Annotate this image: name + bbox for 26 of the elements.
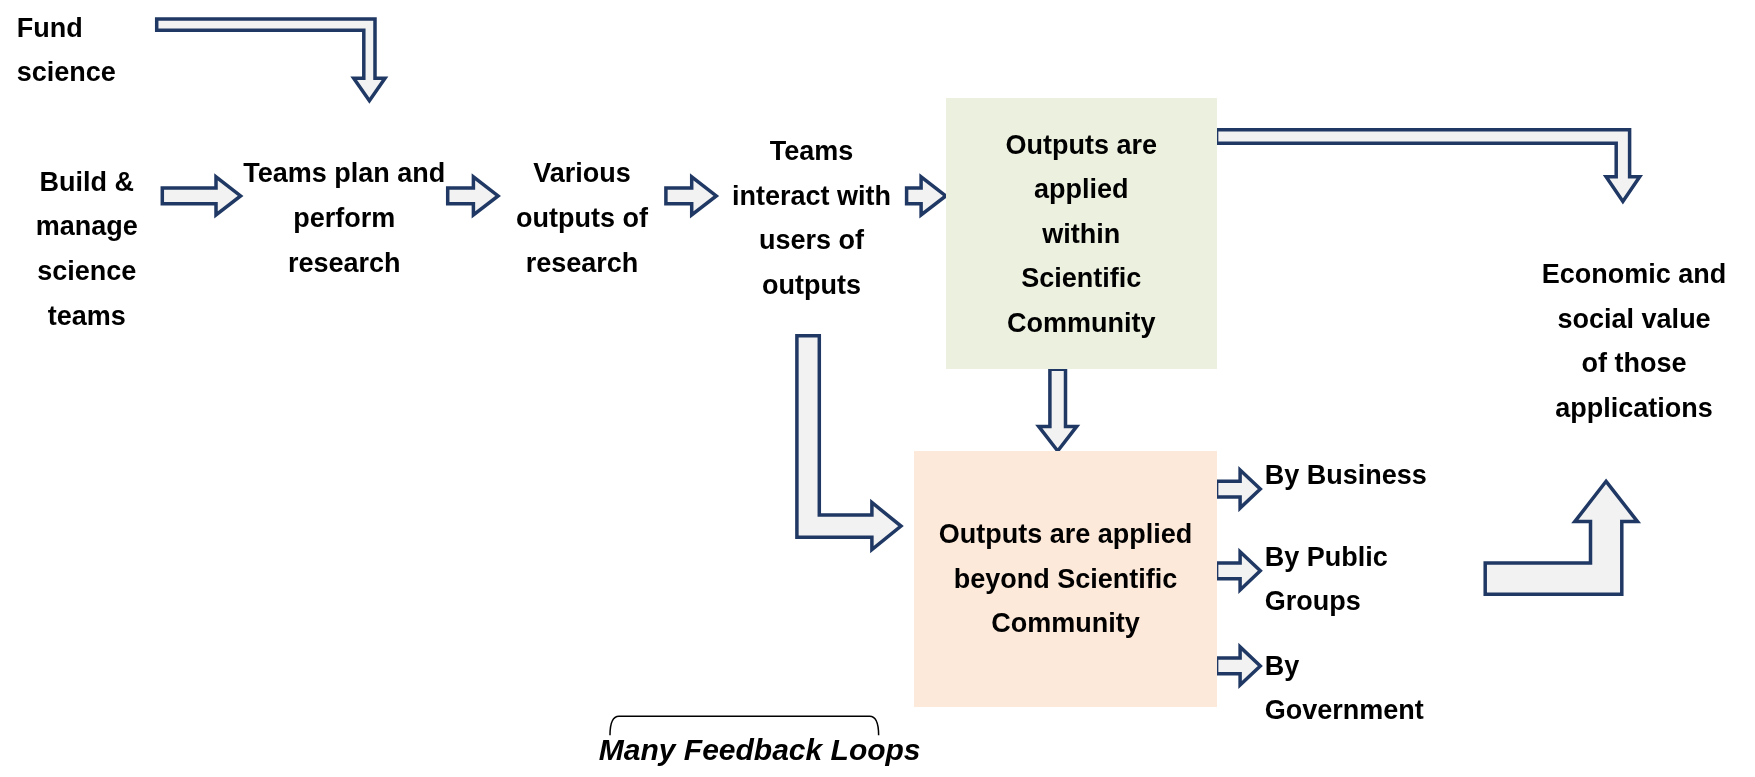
block-arrow [795, 334, 904, 554]
step-text: Fund science [16, 11, 117, 90]
step-text: By Government [1264, 649, 1425, 728]
step-text: By Business [1264, 459, 1427, 493]
highlight-box [914, 451, 1217, 708]
step-text: Build & manage science teams [34, 165, 139, 333]
block-arrow [1214, 128, 1643, 205]
block-arrow [664, 173, 720, 219]
block-arrow [1214, 642, 1263, 690]
block-arrow [904, 173, 949, 219]
step-text: Teams interact with users of outputs [730, 135, 892, 302]
step-text: By Public Groups [1264, 540, 1389, 619]
highlight-box [945, 98, 1217, 370]
step-text: Economic and social value of those applications [1541, 258, 1727, 425]
block-arrow [160, 173, 244, 219]
step-text: Teams plan and perform research [242, 157, 447, 280]
block-arrow [1214, 547, 1263, 594]
block-arrow [1214, 466, 1263, 513]
block-arrow [154, 17, 389, 104]
box-text: Outputs are applied within Scientific Community [1004, 128, 1158, 340]
block-arrow [1483, 478, 1642, 597]
box-text: Outputs are applied beyond Scientific Community [937, 518, 1194, 641]
note-text: Many Feedback Loops [598, 733, 921, 768]
block-arrow [1035, 367, 1081, 454]
block-arrow [445, 173, 501, 219]
step-text: Various outputs of research [515, 157, 649, 280]
